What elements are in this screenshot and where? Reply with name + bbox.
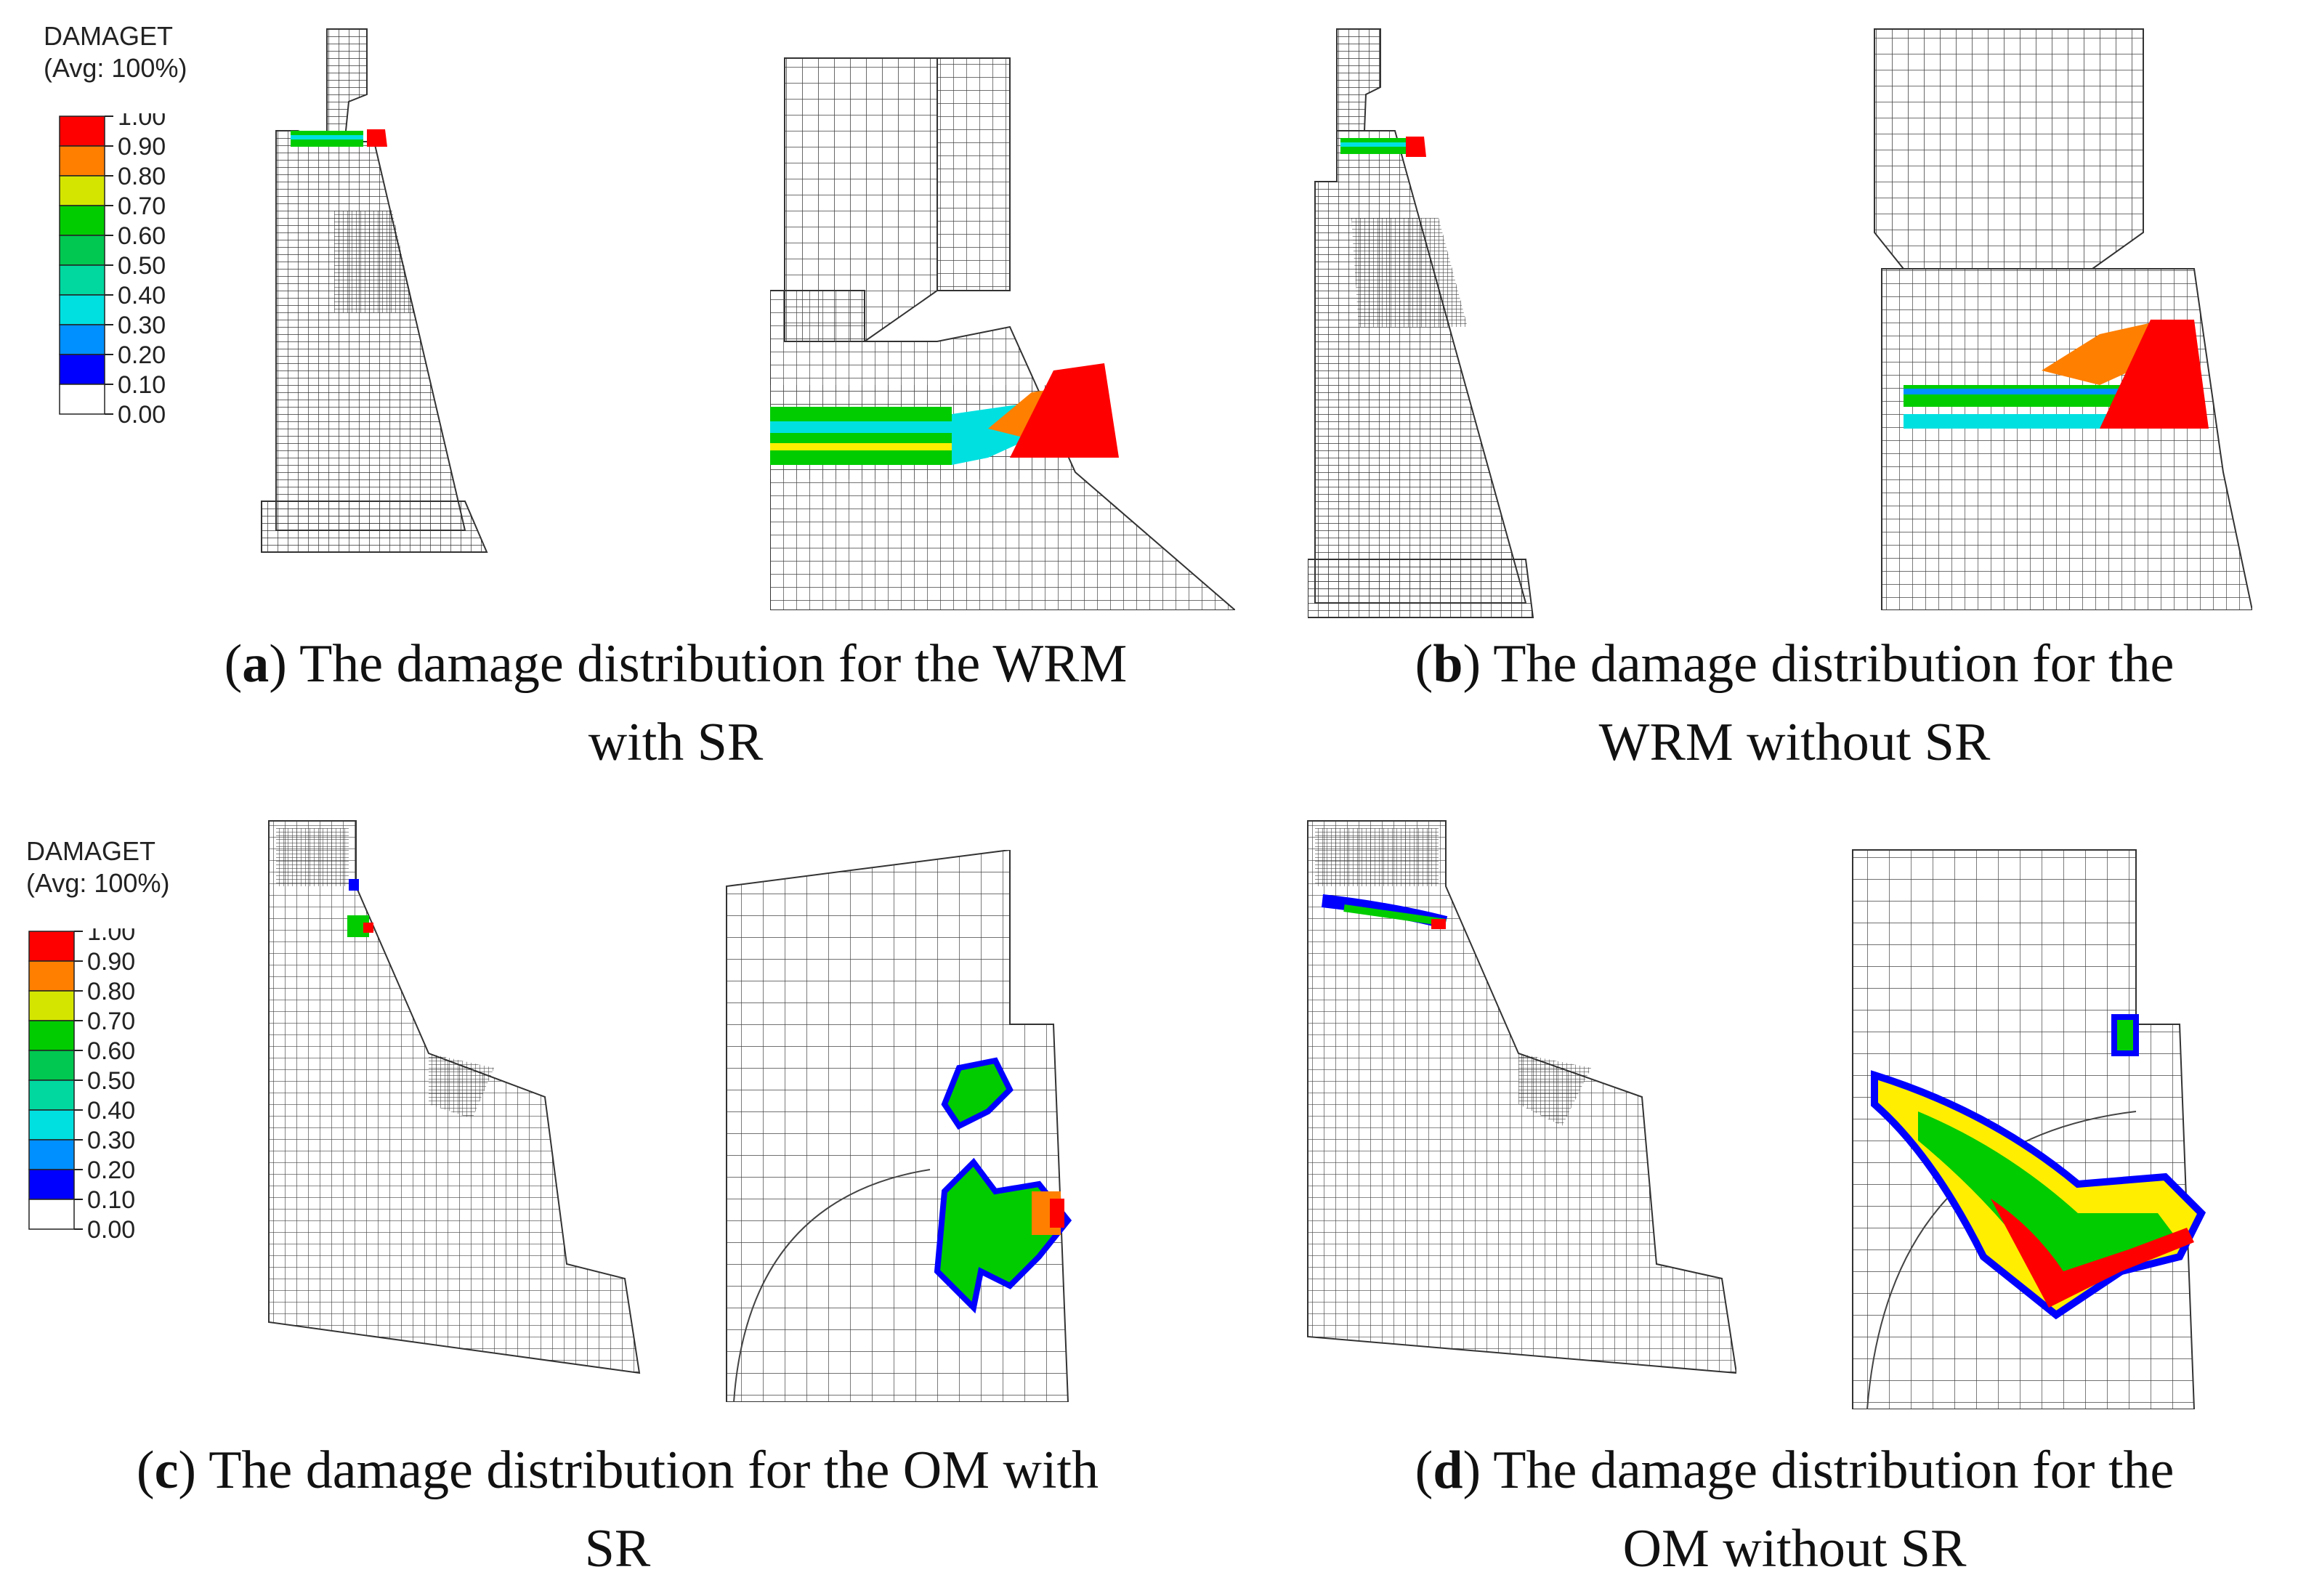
panel-c-full-model bbox=[268, 820, 641, 1374]
colorbar-label: 0.90 bbox=[118, 133, 166, 161]
colorbar-swatch bbox=[28, 1139, 75, 1170]
colorbar-label: 0.10 bbox=[118, 371, 166, 399]
colorbar-swatch bbox=[59, 354, 105, 385]
colorbar-swatch bbox=[59, 205, 105, 236]
colorbar-swatch bbox=[28, 1020, 75, 1051]
caption-b-letter: b bbox=[1433, 634, 1463, 694]
legend-top: DAMAGET (Avg: 100%) bbox=[44, 20, 187, 84]
caption-c-line1: ) The damage distribution for the OM wit… bbox=[178, 1441, 1099, 1500]
colorbar-swatch bbox=[59, 145, 105, 177]
colorbar-label: 1.00 bbox=[118, 113, 166, 131]
colorbar-swatch bbox=[28, 1109, 75, 1141]
colorbar-label: 0.70 bbox=[87, 1008, 135, 1035]
legend-subtitle: (Avg: 100%) bbox=[26, 868, 170, 898]
colorbar-swatch bbox=[28, 1050, 75, 1081]
caption-a-line1: ) The damage distribution for the WRM bbox=[269, 634, 1128, 694]
colorbar-label: 0.00 bbox=[87, 1216, 135, 1244]
legend-title: DAMAGET bbox=[26, 836, 156, 866]
caption-d: (d) The damage distribution for the OM w… bbox=[1300, 1431, 2289, 1588]
caption-c-letter: c bbox=[154, 1441, 179, 1500]
colorbar-label: 0.60 bbox=[118, 222, 166, 250]
colorbar-swatch bbox=[59, 264, 105, 296]
colorbar-label: 0.30 bbox=[118, 312, 166, 339]
colorbar-label: 0.80 bbox=[118, 163, 166, 190]
caption-b: (b) The damage distribution for the WRM … bbox=[1300, 625, 2289, 782]
colorbar-swatch bbox=[28, 1079, 75, 1111]
colorbar-swatch bbox=[28, 931, 75, 962]
colorbar-label: 0.80 bbox=[87, 978, 135, 1005]
colorbar-label: 0.10 bbox=[87, 1186, 135, 1214]
caption-a: (a) The damage distribution for the WRM … bbox=[145, 625, 1206, 782]
caption-b-line1: ) The damage distribution for the bbox=[1463, 634, 2175, 694]
colorbar-label: 1.00 bbox=[87, 928, 135, 946]
caption-c-line2: SR bbox=[584, 1519, 651, 1579]
legend-bottom: DAMAGET (Avg: 100%) bbox=[26, 835, 169, 899]
colorbar-swatch bbox=[28, 960, 75, 992]
colorbar-swatch bbox=[59, 324, 105, 355]
legend-colorbar-bottom: 1.00 0.900.80 0.700.600.500.400.30 0.200.10… bbox=[28, 928, 135, 1244]
legend-subtitle: (Avg: 100%) bbox=[44, 53, 187, 83]
colorbar-label: 0.60 bbox=[87, 1037, 135, 1065]
caption-a-line2: with SR bbox=[588, 713, 764, 772]
colorbar-label: 0.20 bbox=[118, 341, 166, 369]
colorbar-label: 0.50 bbox=[118, 252, 166, 280]
caption-c: (c) The damage distribution for the OM w… bbox=[0, 1431, 1235, 1588]
colorbar-swatch bbox=[28, 990, 75, 1021]
colorbar-swatch bbox=[59, 235, 105, 266]
caption-d-line2: OM without SR bbox=[1622, 1519, 1967, 1579]
colorbar-label: 0.40 bbox=[87, 1097, 135, 1125]
colorbar-swatch bbox=[59, 384, 105, 415]
colorbar-label: 0.30 bbox=[87, 1127, 135, 1154]
legend-title: DAMAGET bbox=[44, 21, 174, 51]
caption-b-line2: WRM without SR bbox=[1598, 713, 1991, 772]
panel-c-zoom-view bbox=[726, 850, 1072, 1402]
caption-d-line1: ) The damage distribution for the bbox=[1463, 1441, 2175, 1500]
colorbar-label: 0.00 bbox=[118, 401, 166, 429]
colorbar-label: 0.50 bbox=[87, 1067, 135, 1095]
panel-a-zoom-view bbox=[770, 57, 1235, 610]
colorbar-label: 0.40 bbox=[118, 282, 166, 309]
caption-d-letter: d bbox=[1433, 1441, 1463, 1500]
colorbar-swatch bbox=[28, 1199, 75, 1230]
panel-d-full-model bbox=[1307, 820, 1736, 1374]
colorbar-swatch bbox=[59, 175, 105, 206]
colorbar-swatch bbox=[59, 294, 105, 325]
legend-colorbar-top: 1.00 0.900.80 0.700.600.500.40 0.300.200.10… bbox=[59, 113, 166, 429]
panel-a-full-model bbox=[261, 28, 488, 553]
colorbar-label: 0.20 bbox=[87, 1157, 135, 1184]
colorbar-label: 0.70 bbox=[118, 193, 166, 220]
caption-a-letter: a bbox=[242, 634, 270, 694]
colorbar-label: 0.90 bbox=[87, 948, 135, 976]
panel-d-zoom-view bbox=[1852, 849, 2206, 1409]
colorbar-swatch bbox=[59, 116, 105, 147]
colorbar-swatch bbox=[28, 1169, 75, 1200]
panel-b-zoom-view bbox=[1874, 28, 2252, 610]
panel-b-full-model bbox=[1308, 28, 1534, 618]
